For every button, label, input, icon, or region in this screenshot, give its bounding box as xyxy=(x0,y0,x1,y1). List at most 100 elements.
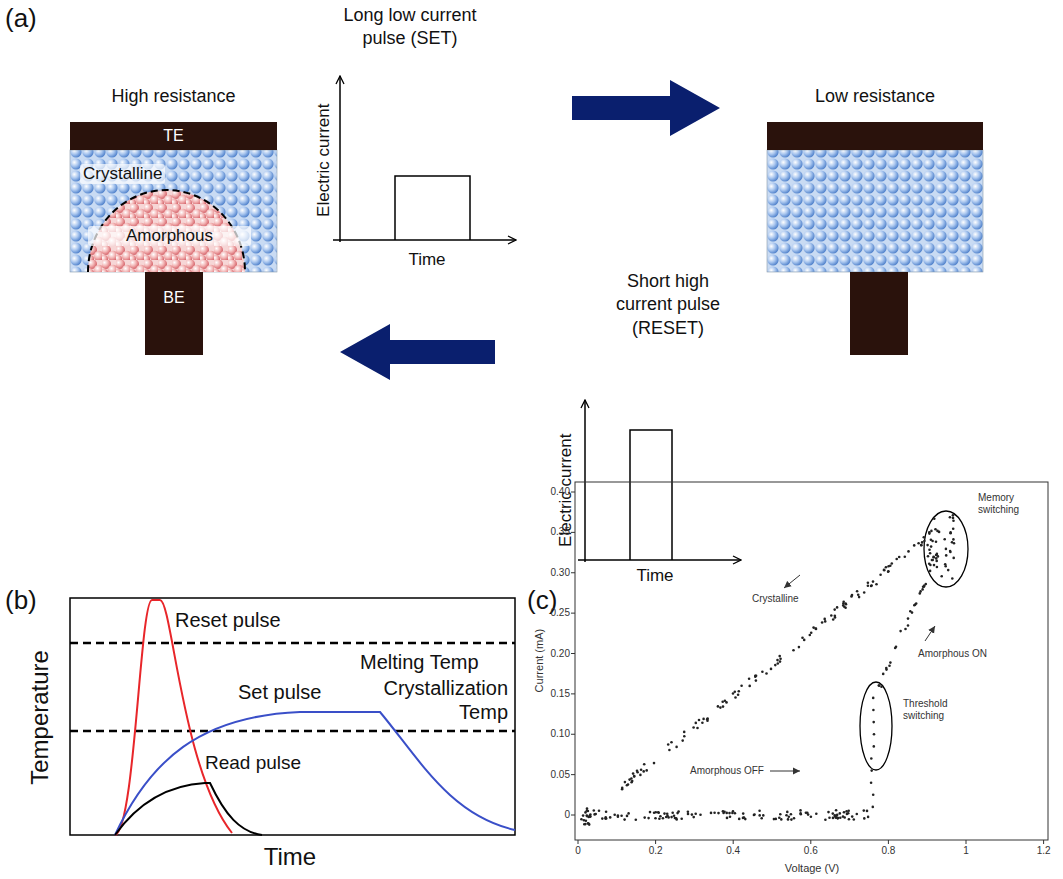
data-point xyxy=(858,596,861,599)
bottom-electrode: BE xyxy=(145,272,203,355)
data-point xyxy=(632,772,635,775)
tick-label: 0.10 xyxy=(551,728,570,740)
data-point xyxy=(755,679,758,682)
iv-plot-frame xyxy=(571,482,1048,844)
data-point xyxy=(931,559,934,562)
data-point xyxy=(649,811,652,814)
data-point xyxy=(863,809,866,812)
data-point xyxy=(803,639,806,642)
data-point xyxy=(770,668,773,671)
data-point xyxy=(895,558,898,561)
data-point xyxy=(642,770,645,773)
data-point xyxy=(917,542,920,545)
data-point xyxy=(930,545,933,548)
data-point xyxy=(837,817,840,820)
annotation: Crystallization Temp xyxy=(353,676,508,724)
data-point xyxy=(920,544,923,547)
data-point xyxy=(839,816,842,819)
data-point xyxy=(691,813,694,816)
data-point xyxy=(951,541,954,544)
data-point xyxy=(834,616,837,619)
tick-mark xyxy=(655,840,656,844)
data-point xyxy=(687,813,690,816)
data-point xyxy=(913,604,916,607)
data-point xyxy=(647,817,650,820)
data-point xyxy=(923,584,926,587)
tick-label: 0.40 xyxy=(551,486,570,498)
tick-label: 1.2 xyxy=(1037,845,1051,857)
data-point xyxy=(585,820,588,823)
data-point xyxy=(624,781,627,784)
data-point xyxy=(930,538,933,541)
data-point xyxy=(882,673,885,676)
tick-label: 0.8 xyxy=(881,845,895,857)
data-point xyxy=(662,817,665,820)
data-point xyxy=(593,809,596,812)
data-point xyxy=(582,814,585,817)
tick-mark xyxy=(571,653,575,654)
data-point xyxy=(636,770,639,773)
tick-mark xyxy=(810,840,811,844)
data-point xyxy=(798,646,801,649)
axis-title: Temperature xyxy=(26,650,55,785)
annotation: Short high current pulse (RESET) xyxy=(601,270,735,340)
data-point xyxy=(945,548,948,551)
data-point xyxy=(762,814,765,817)
data-point xyxy=(904,555,907,558)
data-point xyxy=(617,815,620,818)
data-point xyxy=(687,810,690,813)
data-point xyxy=(589,816,592,819)
annotation: Read pulse xyxy=(205,752,301,775)
data-point xyxy=(740,685,743,688)
data-point xyxy=(702,718,705,721)
data-point xyxy=(588,823,591,826)
data-point xyxy=(653,762,656,765)
electrode-label: BE xyxy=(145,288,203,307)
tick-label: 0.35 xyxy=(551,526,570,538)
data-point xyxy=(872,806,875,809)
data-point xyxy=(842,602,845,605)
data-point xyxy=(921,541,924,544)
data-point xyxy=(734,812,737,815)
data-point xyxy=(872,709,875,712)
data-point xyxy=(885,667,888,670)
data-point xyxy=(923,540,926,543)
data-point xyxy=(870,757,873,760)
data-point xyxy=(793,817,796,820)
data-point xyxy=(952,538,955,541)
data-point xyxy=(786,811,789,814)
data-point xyxy=(780,818,783,821)
data-point xyxy=(785,814,788,817)
data-point xyxy=(951,577,954,580)
data-point xyxy=(872,580,875,583)
data-point xyxy=(748,685,751,688)
data-point xyxy=(609,816,612,819)
data-point xyxy=(713,811,716,814)
data-point xyxy=(857,594,860,597)
data-point xyxy=(626,815,629,818)
cell-heading: Low resistance xyxy=(767,86,983,108)
data-point xyxy=(836,814,839,817)
tick-mark xyxy=(571,613,575,614)
data-point xyxy=(810,816,813,819)
data-point xyxy=(814,627,817,630)
data-point xyxy=(706,717,709,720)
data-point xyxy=(729,815,732,818)
data-point xyxy=(926,544,929,547)
tick-mark xyxy=(966,840,967,844)
data-point xyxy=(870,584,873,587)
data-point xyxy=(667,816,670,819)
annotation: Time xyxy=(264,843,316,872)
data-point xyxy=(665,816,668,819)
top-electrode: TE xyxy=(70,122,277,150)
data-point xyxy=(692,726,695,729)
data-point xyxy=(670,741,673,744)
data-point xyxy=(668,749,671,752)
tick-mark xyxy=(571,734,575,735)
data-point xyxy=(919,590,922,593)
data-point xyxy=(949,516,952,519)
data-point xyxy=(643,763,646,766)
data-point xyxy=(722,705,725,708)
data-point xyxy=(845,603,848,606)
data-point xyxy=(870,585,873,588)
